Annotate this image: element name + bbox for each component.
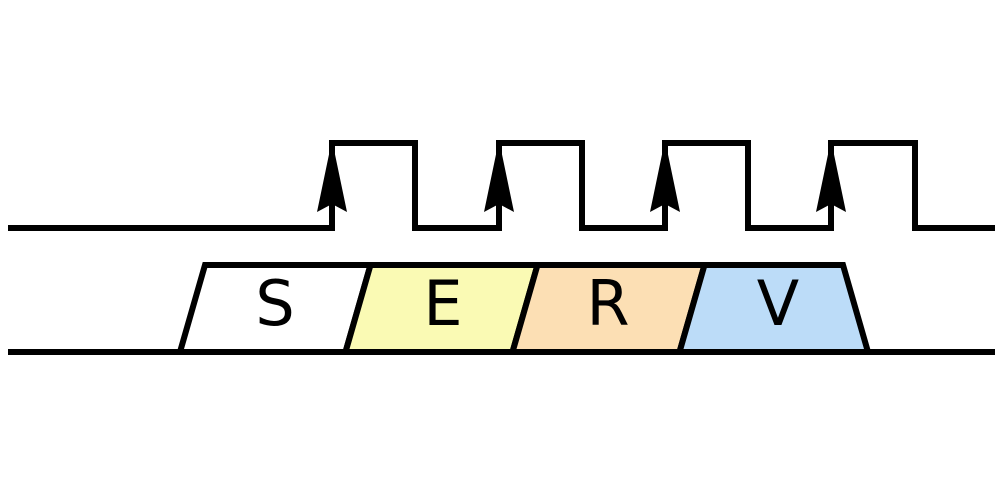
data-segment-shapes — [176, 262, 872, 355]
rising-edge-arrow-icon — [816, 140, 846, 212]
data-segment-label-r: R — [586, 267, 629, 340]
data-segment-label-v: V — [757, 267, 799, 340]
clock-waveform-path — [8, 140, 995, 231]
rising-edge-arrow-icon — [650, 140, 680, 212]
rising-edge-arrow-icon — [484, 140, 514, 212]
data-segment-v — [675, 262, 872, 355]
data-segment-label-s: S — [255, 267, 294, 340]
clock-waveform-group — [8, 140, 995, 231]
clock-rising-edge-arrows — [317, 140, 846, 212]
data-segment-label-e: E — [423, 267, 462, 340]
rising-edge-arrow-icon — [317, 140, 347, 212]
